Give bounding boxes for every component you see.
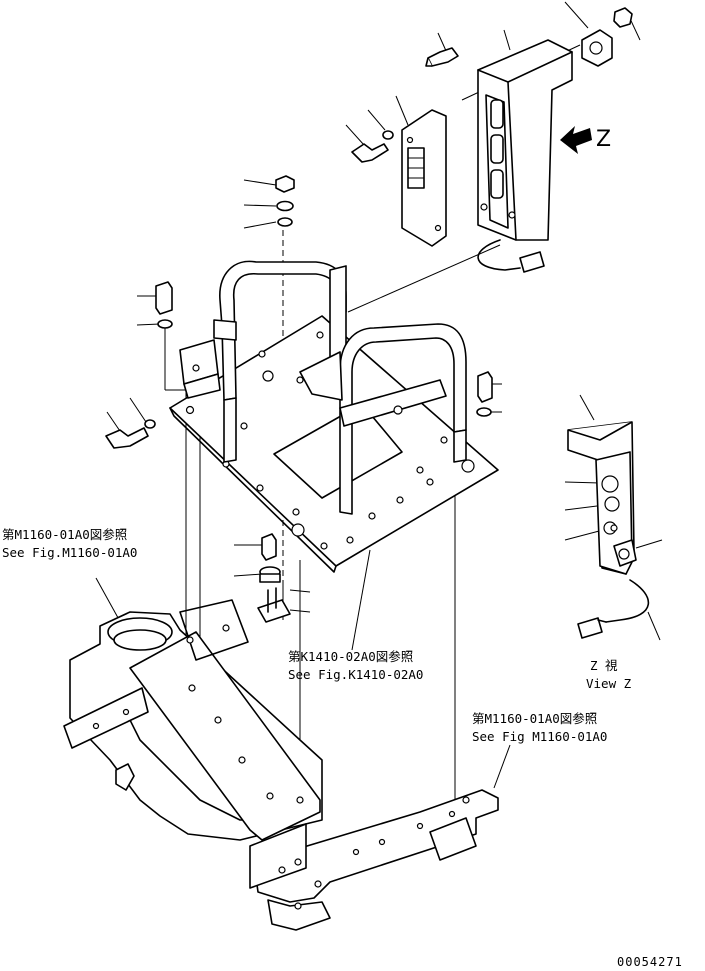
view-z-arrow-label: Z: [596, 127, 611, 152]
reference-1-jp: 第M1160-01A0図参照: [2, 527, 127, 542]
plate-bolts-right: [476, 371, 493, 417]
box-bolt: [425, 47, 459, 67]
reference-2-en: See Fig.K1410-02A0: [288, 667, 423, 682]
reference-3-jp: 第M1160-01A0図参照: [472, 711, 597, 726]
view-z-detail: [567, 421, 650, 639]
view-z-title-en: View Z: [586, 676, 632, 691]
view-z-arrow: Z: [560, 126, 611, 154]
mounting-rail: [339, 379, 447, 427]
mounting-plate: [169, 315, 499, 573]
reference-label-2: 第K1410-02A0図参照 See Fig.K1410-02A0: [288, 649, 423, 682]
control-box: [477, 39, 573, 273]
bracket-plate: [401, 109, 447, 247]
view-z-title: Z 視 View Z: [586, 658, 632, 691]
frame-tray: [63, 599, 323, 841]
reference-3-en: See Fig M1160-01A0: [472, 729, 607, 744]
view-z-title-jp: Z 視: [590, 658, 618, 673]
plate-bolts-left: [105, 281, 173, 449]
reference-label-1: 第M1160-01A0図参照 See Fig.M1160-01A0: [2, 527, 137, 560]
cross-member: [249, 789, 499, 931]
upper-nuts: [275, 175, 295, 227]
angle-bracket: [179, 339, 221, 399]
key-switch: [581, 7, 633, 67]
handrail-right: [299, 323, 467, 515]
drawing-number: 00054271: [617, 955, 683, 969]
reference-2-jp: 第K1410-02A0図参照: [288, 649, 413, 664]
stud-parts: [257, 533, 291, 623]
reference-1-en: See Fig.M1160-01A0: [2, 545, 137, 560]
bracket-bolt: [351, 130, 394, 163]
reference-label-3: 第M1160-01A0図参照 See Fig M1160-01A0: [472, 711, 607, 744]
